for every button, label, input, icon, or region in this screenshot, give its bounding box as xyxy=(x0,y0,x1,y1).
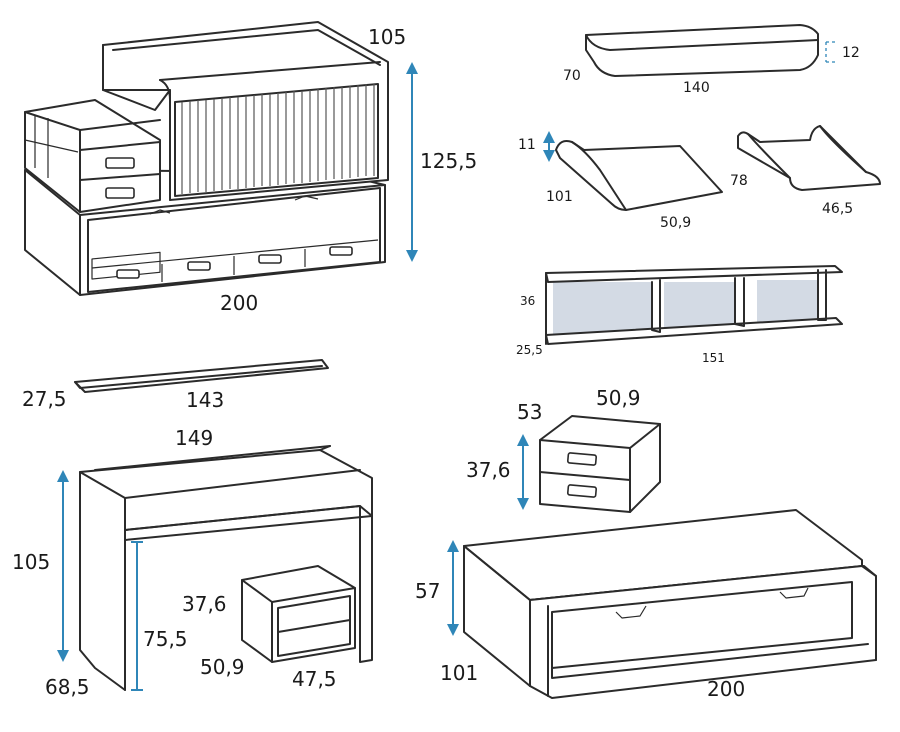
nightstand xyxy=(517,415,661,513)
crib-slats xyxy=(181,84,375,194)
changer-b-depth-label: 78 xyxy=(730,173,748,189)
desk-depth-label: 68,5 xyxy=(45,675,90,699)
nightstand-depth-label: 53 xyxy=(517,400,542,424)
changer-a-depth-label: 101 xyxy=(546,189,573,205)
crib-depth-label: 105 xyxy=(368,25,406,49)
nightstand-height-label: 37,6 xyxy=(466,458,511,482)
bed-width-label: 200 xyxy=(707,677,745,701)
mattress-depth-label: 70 xyxy=(563,68,581,84)
desk xyxy=(57,445,373,691)
nightstand-width-label: 50,9 xyxy=(596,386,641,410)
trundle-bed xyxy=(447,509,877,699)
mattress xyxy=(585,24,836,77)
box-width-label: 50,9 xyxy=(200,655,245,679)
plank-width-label: 143 xyxy=(186,388,224,412)
desk-height-label: 105 xyxy=(12,550,50,574)
mattress-width-label: 140 xyxy=(683,80,710,96)
shelf-depth-label: 25,5 xyxy=(516,343,543,357)
box-height-label: 37,6 xyxy=(182,592,227,616)
desk-storage-box xyxy=(241,565,356,663)
shelf-width-label: 151 xyxy=(702,351,725,365)
mattress-height-label: 12 xyxy=(842,45,860,61)
wall-shelf-unit xyxy=(545,265,843,345)
convertible-crib xyxy=(24,21,418,296)
shelf-height-label: 36 xyxy=(520,294,535,308)
desk-width-label: 149 xyxy=(175,426,213,450)
changing-top-a xyxy=(543,131,723,211)
bed-height-label: 57 xyxy=(415,579,440,603)
box-depth-label: 47,5 xyxy=(292,667,337,691)
shelf-plank xyxy=(74,359,329,393)
crib-height-label: 125,5 xyxy=(420,149,477,173)
changer-a-height-label: 11 xyxy=(518,137,536,153)
plank-depth-label: 27,5 xyxy=(22,387,67,411)
changer-a-width-label: 50,9 xyxy=(660,215,691,231)
crib-width-label: 200 xyxy=(220,291,258,315)
desk-knee-height-label: 75,5 xyxy=(143,627,188,651)
changer-b-width-label: 46,5 xyxy=(822,201,853,217)
bed-depth-label: 101 xyxy=(440,661,478,685)
changing-top-b xyxy=(737,125,881,191)
crib-drawer-handles xyxy=(116,246,353,279)
